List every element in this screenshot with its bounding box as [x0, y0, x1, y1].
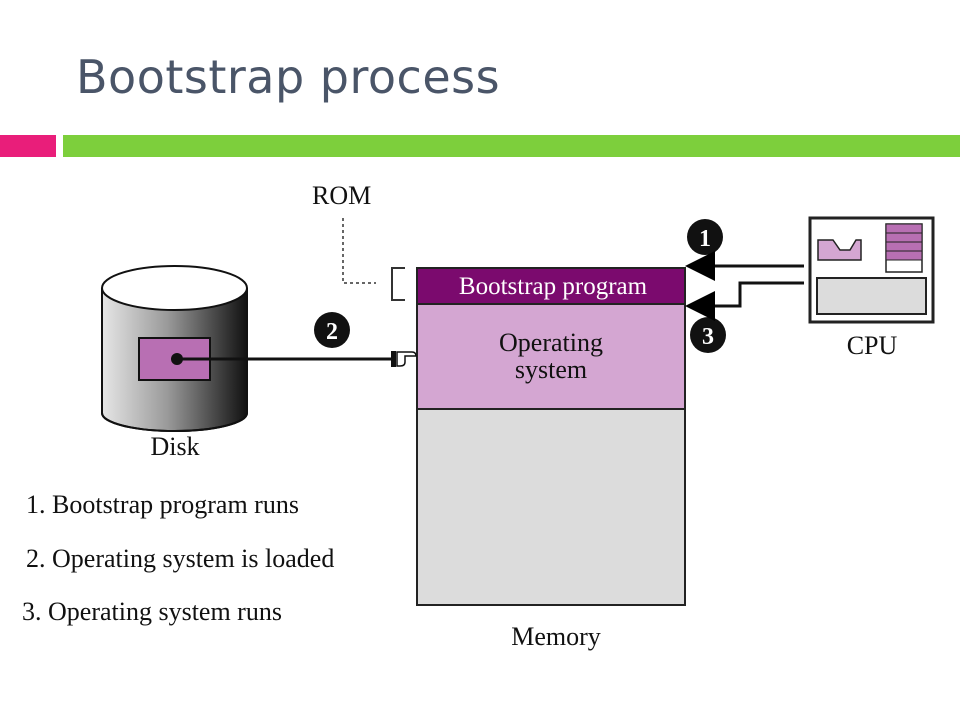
step-1-marker: 1 — [687, 219, 723, 255]
cpu-label: CPU — [847, 331, 898, 360]
memory-label: Memory — [511, 622, 601, 651]
svg-text:3: 3 — [702, 324, 714, 350]
step-text-1: 1. Bootstrap program runs — [26, 490, 299, 519]
step-text-3: 3. Operating system runs — [22, 597, 282, 626]
svg-text:2: 2 — [326, 319, 338, 345]
disk-label: Disk — [150, 432, 199, 461]
operating-system-region — [416, 303, 686, 410]
operating-system-label-line1: Operating — [499, 328, 603, 357]
slide-title: Bootstrap process — [76, 50, 501, 104]
accent-bar-green — [63, 135, 960, 157]
rom-label: ROM — [312, 181, 371, 210]
arrow-cpu-to-operating-system — [685, 281, 804, 321]
pointing-hand-icon — [391, 351, 417, 367]
rom-leader-line — [342, 218, 376, 284]
step-text-2: 2. Operating system is loaded — [26, 544, 334, 573]
step-3-marker: 3 — [690, 317, 726, 353]
step-2-marker: 2 — [314, 312, 350, 348]
operating-system-label-line2: system — [515, 355, 587, 384]
accent-bar-pink — [0, 135, 56, 157]
rom-bracket — [391, 267, 405, 301]
bootstrap-program-label: Bootstrap program — [459, 273, 648, 300]
cpu-icon — [808, 216, 935, 324]
bootstrap-program-region — [416, 267, 686, 305]
disk-icon — [101, 265, 248, 432]
svg-text:1: 1 — [699, 226, 711, 252]
